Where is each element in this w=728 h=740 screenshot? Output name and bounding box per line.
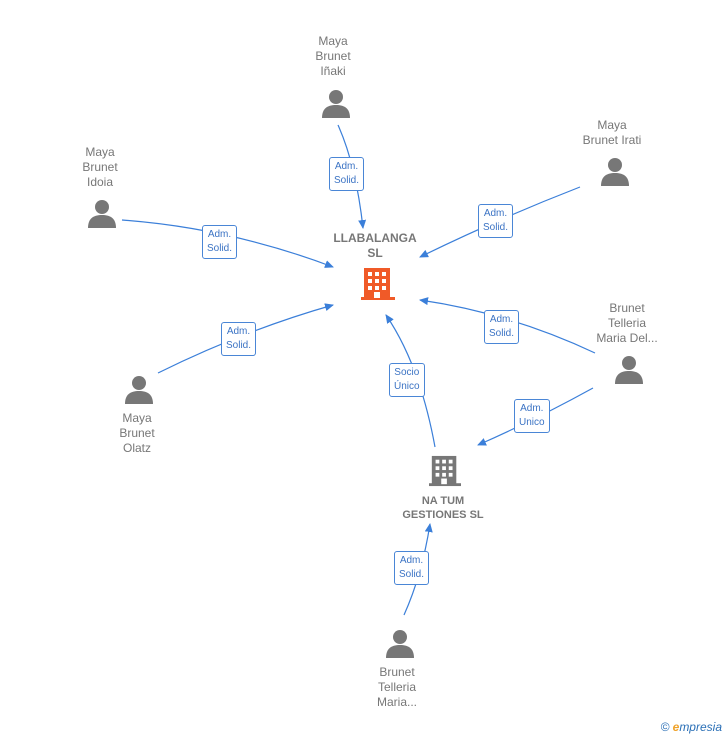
main-company-name[interactable]: LLABALANGA SL <box>333 231 417 260</box>
person-irati-name[interactable]: Maya Brunet Irati <box>582 118 642 147</box>
person-icon[interactable] <box>385 629 415 659</box>
natum-company-name[interactable]: NA TUM GESTIONES SL <box>402 495 484 521</box>
person-olatz-name[interactable]: Maya Brunet Olatz <box>119 411 155 455</box>
relation-label-mariadel-main[interactable]: Adm. Solid. <box>484 310 520 344</box>
relation-label-olatz[interactable]: Adm. Solid. <box>221 322 257 356</box>
person-icon[interactable] <box>614 355 644 385</box>
person-icon[interactable] <box>87 199 117 229</box>
person-idoia-name[interactable]: Maya Brunet Idoia <box>82 145 118 189</box>
relation-label-irati[interactable]: Adm. Solid. <box>478 204 514 238</box>
person-icon[interactable] <box>124 375 154 405</box>
relation-label-maria-natum[interactable]: Adm. Solid. <box>394 551 430 585</box>
relation-label-natum-main[interactable]: Socio Único <box>389 363 425 397</box>
relation-label-inaki[interactable]: Adm. Solid. <box>329 157 365 191</box>
copyright-icon: © <box>660 720 670 734</box>
brand-name: mpresia <box>679 720 722 734</box>
person-icon[interactable] <box>321 89 351 119</box>
relation-label-mariadel-natum[interactable]: Adm. Unico <box>514 399 550 433</box>
main-company-building-icon[interactable] <box>361 266 395 302</box>
person-maria-name[interactable]: Brunet Telleria Maria... <box>376 665 417 709</box>
relation-label-idoia[interactable]: Adm. Solid. <box>202 225 238 259</box>
brand-initial: e <box>672 720 680 734</box>
person-maria-del-name[interactable]: Brunet Telleria Maria Del... <box>596 301 658 345</box>
natum-building-icon[interactable] <box>429 453 461 489</box>
person-icon[interactable] <box>600 157 630 187</box>
footer-brand[interactable]: ©empresia <box>661 720 722 734</box>
person-inaki-name[interactable]: Maya Brunet Iñaki <box>315 34 351 78</box>
